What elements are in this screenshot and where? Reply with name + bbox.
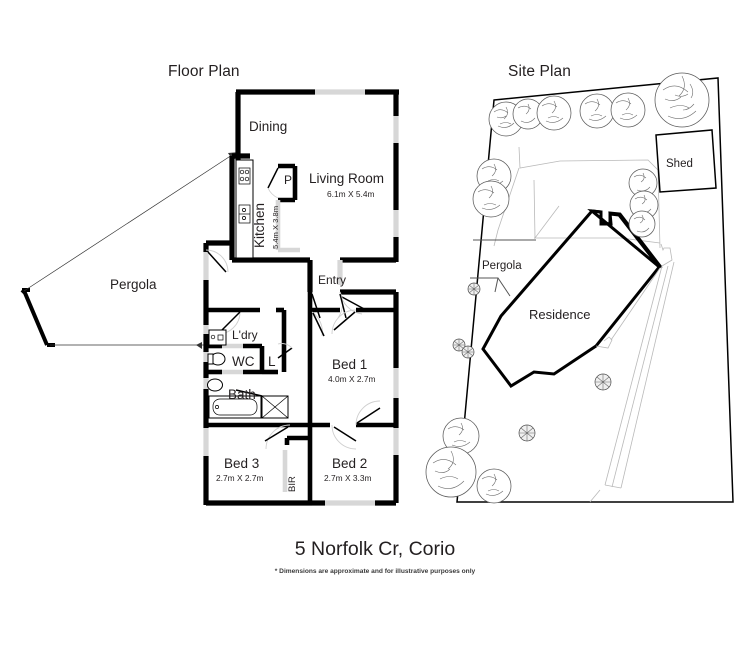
pergola-outline [20,152,240,349]
site-plan-heading: Site Plan [508,63,571,80]
residence-outline [481,209,662,388]
kitchen-bench [235,159,254,259]
disclaimer-text: * Dimensions are approximate and for ill… [275,568,476,575]
site-residence-label: Residence [529,307,590,322]
tree-icon [472,180,510,218]
kitchen-label: Kitchen [252,203,267,248]
bir-label: BIR [287,476,298,492]
shrub-icon [461,345,475,359]
living-room-dimensions: 6.1m X 5.4m [327,189,375,199]
laundry-label: L'dry [232,328,258,342]
page-title: 5 Norfolk Cr, Corio [295,538,456,560]
shrub-icon [594,373,612,391]
pergola-leader-arrow2 [196,342,202,349]
shrub-icon [452,338,466,352]
tree-icon [654,72,710,128]
wc-label: WC [232,354,255,369]
tree-icon [476,468,512,504]
tree-icon [512,98,544,130]
shrub-icon [518,424,536,442]
tree-icon [628,210,656,238]
bath-label: Bath [228,387,256,402]
basin-icon [207,378,223,392]
tree-icon [579,93,615,129]
bed1-dimensions: 4.0m X 2.7m [328,374,376,384]
dining-label: Dining [249,119,287,134]
shed-outline [655,129,717,193]
bed2-label: Bed 2 [332,456,367,471]
bed1-label: Bed 1 [332,357,367,372]
tree-icon [610,92,646,128]
entry-label: Entry [318,273,346,287]
site-shed-label: Shed [666,158,693,170]
tree-icon [536,95,572,131]
site-boundary [456,77,734,503]
shrub-icon [467,282,481,296]
bed3-label: Bed 3 [224,456,259,471]
laundry-trough-icon [208,329,227,346]
kitchen-area [235,159,300,259]
wet-area-fixtures [207,329,289,419]
tree-icon [425,446,477,498]
site-plan-drawing: Pergola Residence Shed [425,72,734,504]
bed3-dimensions: 2.7m X 2.7m [216,473,264,483]
kitchen-dimensions: 5.4m X 3.8m [271,206,280,249]
pantry-label: P [284,173,292,187]
bathtub-icon [208,395,262,419]
floor-plan-walls [203,89,399,506]
internal-walls [205,249,396,503]
linen-label: L [268,354,276,369]
pergola-label: Pergola [110,277,157,292]
cooktop-icon [238,167,251,185]
floor-plan-heading: Floor Plan [168,63,240,80]
bed2-dimensions: 2.7m X 3.3m [324,473,372,483]
living-room-label: Living Room [309,171,384,186]
site-pergola-label: Pergola [482,260,522,272]
